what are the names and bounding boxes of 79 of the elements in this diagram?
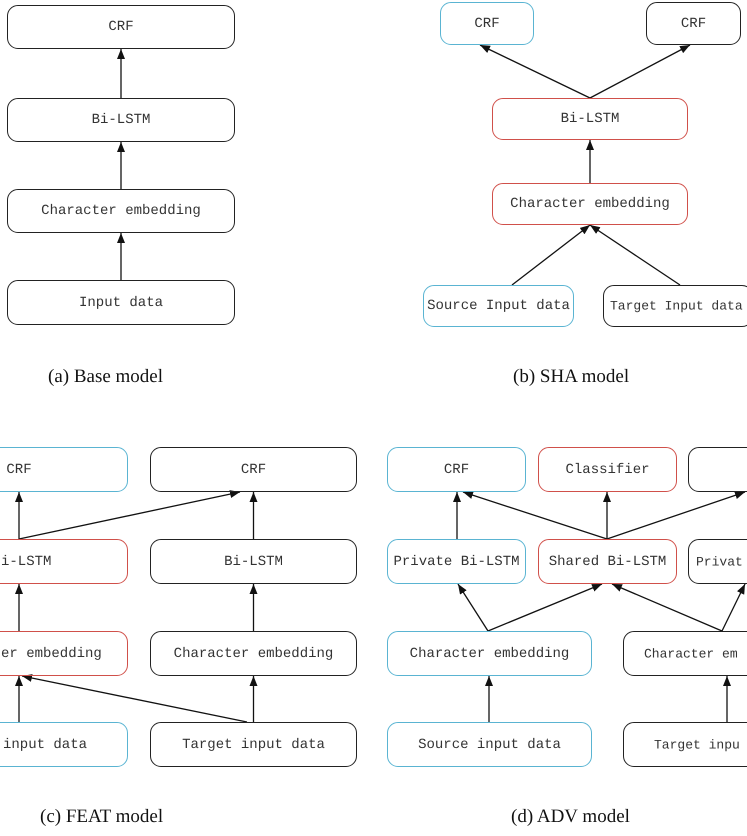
arrow	[480, 44, 590, 99]
box-label: er embedding	[1, 646, 102, 662]
box-label: Classifier	[566, 462, 650, 478]
process-box	[538, 539, 677, 584]
arrow	[250, 584, 258, 631]
arrow	[22, 674, 248, 723]
box-label: i-LSTM	[1, 554, 52, 570]
process-box	[150, 631, 357, 676]
box-label: Character em	[644, 646, 738, 661]
box-label: Private Bi-LSTM	[393, 554, 520, 570]
box-label: Target Input data	[610, 298, 743, 314]
box-label: CRF	[240, 462, 266, 478]
box-label: input data	[3, 736, 88, 752]
arrow	[250, 676, 258, 722]
arrow	[586, 140, 594, 183]
figure-caption: (a) Base model	[48, 366, 164, 388]
process-box	[440, 2, 534, 45]
process-box	[538, 447, 677, 492]
process-box	[150, 539, 357, 584]
arrow	[250, 492, 258, 539]
arrow	[15, 492, 23, 539]
figure-caption: (d) ADV model	[511, 806, 630, 828]
box-label: Target inpu	[654, 737, 740, 752]
box-label: Bi-LSTM	[92, 112, 150, 128]
box-label: Source input data	[418, 736, 561, 752]
process-box	[492, 183, 688, 225]
process-box	[387, 539, 526, 584]
process-box	[387, 447, 526, 492]
arrow	[488, 583, 602, 632]
process-box	[150, 447, 357, 492]
arrow	[606, 491, 746, 540]
process-box	[7, 98, 235, 142]
process-box	[7, 189, 235, 233]
box-label: CRF	[6, 462, 32, 478]
process-box	[623, 631, 747, 676]
arrow	[485, 676, 493, 722]
process-box	[423, 285, 574, 327]
process-box	[623, 722, 747, 767]
arrow	[457, 584, 489, 632]
arrow	[590, 44, 690, 99]
box-label: Target input data	[182, 736, 325, 752]
figure-caption: (c) FEAT model	[40, 806, 164, 828]
box-label: Bi-LSTM	[560, 111, 620, 127]
arrow	[603, 492, 611, 539]
arrow	[721, 584, 746, 632]
box-label: CRF	[680, 16, 706, 32]
process-box	[7, 280, 235, 325]
process-box	[646, 2, 741, 45]
process-box	[387, 722, 592, 767]
box-label: CRF	[474, 16, 500, 32]
box-label: Character embedding	[510, 196, 670, 212]
box-label: CRF	[444, 462, 470, 478]
process-box	[603, 285, 747, 327]
arrow	[117, 142, 125, 189]
box-label: Character embedding	[41, 203, 201, 219]
box-label: CRF	[108, 19, 134, 35]
arrow	[15, 676, 23, 722]
box-label: Input data	[79, 294, 163, 310]
arrow	[612, 583, 722, 632]
figure-caption: (b) SHA model	[513, 366, 630, 388]
box-label: Shared Bi-LSTM	[548, 554, 666, 570]
box-label: Privat	[696, 554, 743, 569]
arrow	[15, 584, 23, 631]
process-box	[492, 98, 688, 140]
arrow	[512, 224, 590, 286]
box-label: Character embedding	[174, 646, 334, 662]
box-label: Character embedding	[410, 646, 570, 662]
arrow	[453, 492, 461, 539]
arrow	[117, 49, 125, 98]
process-box	[7, 5, 235, 49]
process-box	[387, 631, 592, 676]
process-box	[150, 722, 357, 767]
arrow	[590, 224, 680, 286]
arrow	[117, 233, 125, 280]
box-label: Source Input data	[427, 298, 570, 314]
arrow	[18, 490, 240, 540]
arrow	[723, 676, 731, 722]
box-label: Bi-LSTM	[224, 554, 283, 570]
arrow	[462, 491, 608, 540]
